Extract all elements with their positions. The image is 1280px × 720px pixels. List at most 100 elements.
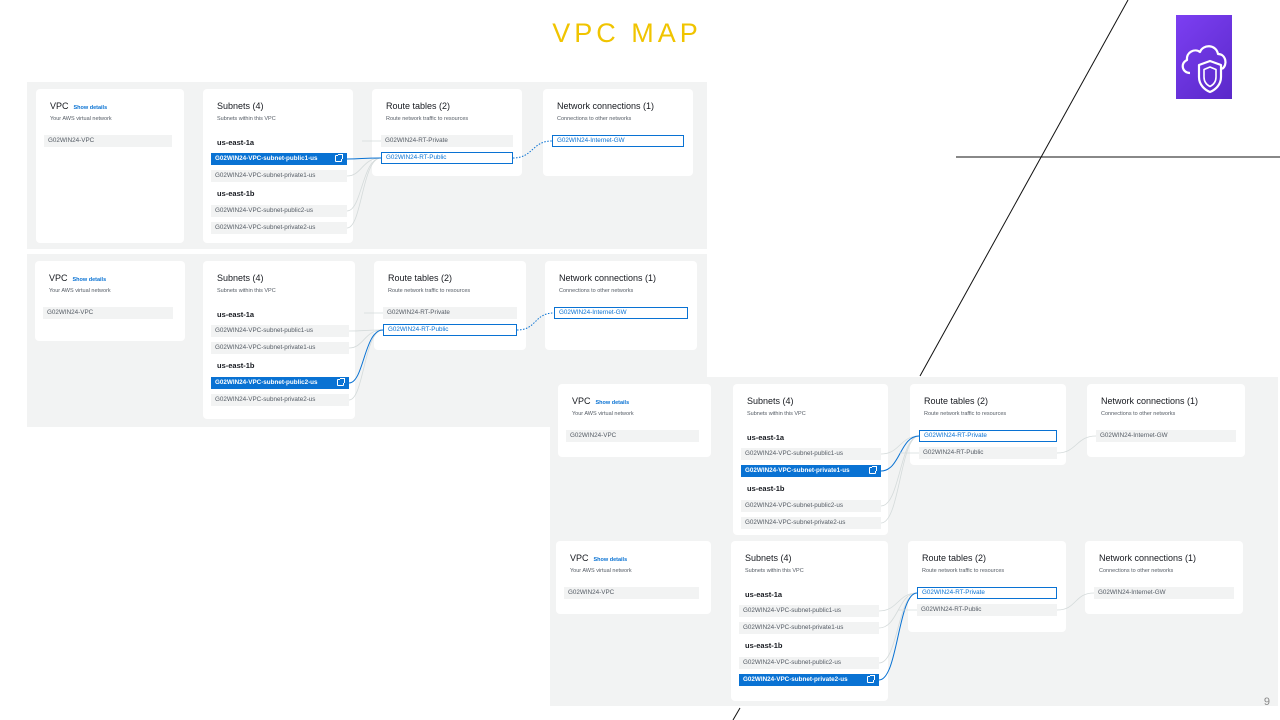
vpc-card-title: VPC Show details	[49, 273, 106, 283]
az-label-us-east-1a: us-east-1a	[745, 590, 783, 599]
route-table-chip-public[interactable]: G02WIN24-RT-Public	[917, 604, 1057, 616]
route-table-chip-public[interactable]: G02WIN24-RT-Public	[381, 152, 513, 164]
vpc-chip[interactable]: G02WIN24-VPC	[566, 430, 699, 442]
subnet-name: G02WIN24-VPC-subnet-public1-us	[215, 327, 313, 334]
network-connections-card-title: Network connections (1)	[557, 101, 655, 111]
route-table-chip-private[interactable]: G02WIN24-RT-Private	[381, 135, 513, 147]
subnet-chip-public2[interactable]: G02WIN24-VPC-subnet-public2-us	[211, 205, 347, 217]
subnet-chip-private1[interactable]: G02WIN24-VPC-subnet-private1-us	[211, 170, 347, 182]
vpc-card-title: VPC Show details	[570, 553, 627, 563]
network-connections-card-subtitle: Connections to other networks	[557, 116, 632, 122]
subnet-chip-public1[interactable]: G02WIN24-VPC-subnet-public1-us	[211, 153, 347, 165]
external-link-icon[interactable]	[869, 466, 877, 474]
subnets-card-subtitle: Subnets within this VPC	[217, 288, 276, 294]
subnet-chip-public2[interactable]: G02WIN24-VPC-subnet-public2-us	[739, 657, 879, 669]
route-table-chip-public[interactable]: G02WIN24-RT-Public	[919, 447, 1057, 459]
route-tables-card-title: Route tables (2)	[924, 396, 989, 406]
subnet-name: G02WIN24-VPC-subnet-public2-us	[745, 502, 843, 509]
subnets-card: Subnets (4) Subnets within this VPC us-eas…	[203, 261, 355, 419]
subnet-name: G02WIN24-VPC-subnet-public2-us	[215, 207, 313, 214]
subnet-chip-private2[interactable]: G02WIN24-VPC-subnet-private2-us	[211, 222, 347, 234]
route-tables-card: Route tables (2) Route network traffic to…	[374, 261, 526, 350]
subnet-chip-private1[interactable]: G02WIN24-VPC-subnet-private1-us	[739, 622, 879, 634]
route-table-chip-public[interactable]: G02WIN24-RT-Public	[383, 324, 517, 336]
subnets-card: Subnets (4) Subnets within this VPC us-eas…	[731, 541, 888, 701]
az-label-us-east-1a: us-east-1a	[747, 433, 785, 442]
route-tables-card-subtitle: Route network traffic to resources	[924, 411, 1007, 417]
network-connections-card-subtitle: Connections to other networks	[1101, 411, 1176, 417]
subnet-name: G02WIN24-VPC-subnet-private1-us	[743, 624, 844, 631]
external-link-icon[interactable]	[867, 675, 875, 683]
vpc-card-subtitle: Your AWS virtual network	[572, 411, 634, 417]
subnet-chip-public1[interactable]: G02WIN24-VPC-subnet-public1-us	[739, 605, 879, 617]
route-tables-card-subtitle: Route network traffic to resources	[386, 116, 469, 122]
az-label-us-east-1a: us-east-1a	[217, 310, 255, 319]
route-tables-card-subtitle: Route network traffic to resources	[388, 288, 471, 294]
vpc-card-title: VPC Show details	[572, 396, 629, 406]
subnet-chip-public1[interactable]: G02WIN24-VPC-subnet-public1-us	[741, 448, 881, 460]
vpc-card-subtitle: Your AWS virtual network	[50, 116, 112, 122]
show-details-link[interactable]: Show details	[593, 557, 628, 563]
network-connections-card-title: Network connections (1)	[559, 273, 657, 283]
subnets-card-title: Subnets (4)	[747, 396, 794, 406]
cloud-shield-icon	[1181, 45, 1227, 94]
subnet-chip-public2[interactable]: G02WIN24-VPC-subnet-public2-us	[211, 377, 349, 389]
subnets-card-title: Subnets (4)	[217, 273, 264, 283]
subnets-card: Subnets (4) Subnets within this VPC us-eas…	[733, 384, 888, 535]
subnet-chip-private1[interactable]: G02WIN24-VPC-subnet-private1-us	[741, 465, 881, 477]
subnet-chip-private2[interactable]: G02WIN24-VPC-subnet-private2-us	[211, 394, 349, 406]
network-connections-card: Network connections (1)Connections to ot…	[1085, 541, 1243, 614]
internet-gateway-chip[interactable]: G02WIN24-Internet-GW	[552, 135, 684, 147]
subnet-name: G02WIN24-VPC-subnet-private2-us	[743, 676, 848, 683]
subnet-chip-public1[interactable]: G02WIN24-VPC-subnet-public1-us	[211, 325, 349, 337]
az-label-us-east-1b: us-east-1b	[217, 189, 255, 198]
vpc-chip[interactable]: G02WIN24-VPC	[43, 307, 173, 319]
subnet-name: G02WIN24-VPC-subnet-private2-us	[215, 396, 316, 403]
route-tables-card: Route tables (2) Route network traffic to…	[372, 89, 522, 176]
network-connections-card-subtitle: Connections to other networks	[1099, 568, 1174, 574]
route-tables-card-title: Route tables (2)	[388, 273, 453, 283]
subnet-name: G02WIN24-VPC-subnet-private1-us	[215, 172, 316, 179]
subnet-chip-public2[interactable]: G02WIN24-VPC-subnet-public2-us	[741, 500, 881, 512]
internet-gateway-chip[interactable]: G02WIN24-Internet-GW	[554, 307, 688, 319]
subnets-card-title: Subnets (4)	[745, 553, 792, 563]
vpc-title-text: VPC	[49, 273, 68, 283]
external-link-icon[interactable]	[337, 378, 345, 386]
route-table-chip-private[interactable]: G02WIN24-RT-Private	[917, 587, 1057, 599]
subnet-name: G02WIN24-VPC-subnet-public1-us	[745, 450, 843, 457]
show-details-link[interactable]: Show details	[595, 400, 630, 406]
az-label-us-east-1b: us-east-1b	[217, 361, 255, 370]
internet-gateway-chip[interactable]: G02WIN24-Internet-GW	[1096, 430, 1236, 442]
show-details-link[interactable]: Show details	[73, 105, 108, 111]
subnets-card-title: Subnets (4)	[217, 101, 264, 111]
vpc-title-text: VPC	[572, 396, 591, 406]
subnet-name: G02WIN24-VPC-subnet-public2-us	[215, 379, 318, 386]
subnets-card-subtitle: Subnets within this VPC	[745, 568, 804, 574]
network-connections-card-title: Network connections (1)	[1101, 396, 1199, 406]
route-table-chip-private[interactable]: G02WIN24-RT-Private	[383, 307, 517, 319]
vpc-chip[interactable]: G02WIN24-VPC	[564, 587, 699, 599]
route-table-chip-private[interactable]: G02WIN24-RT-Private	[919, 430, 1057, 442]
route-tables-card-title: Route tables (2)	[386, 101, 451, 111]
internet-gateway-chip[interactable]: G02WIN24-Internet-GW	[1094, 587, 1234, 599]
vpc-card-subtitle: Your AWS virtual network	[570, 568, 632, 574]
subnet-chip-private1[interactable]: G02WIN24-VPC-subnet-private1-us	[211, 342, 349, 354]
show-details-link[interactable]: Show details	[72, 277, 107, 283]
network-connections-card-subtitle: Connections to other networks	[559, 288, 634, 294]
vpc-title-text: VPC	[570, 553, 589, 563]
route-tables-card-subtitle: Route network traffic to resources	[922, 568, 1005, 574]
subnet-chip-private2[interactable]: G02WIN24-VPC-subnet-private2-us	[739, 674, 879, 686]
external-link-icon[interactable]	[335, 154, 343, 162]
subnets-card-subtitle: Subnets within this VPC	[747, 411, 806, 417]
vpc-chip[interactable]: G02WIN24-VPC	[44, 135, 172, 147]
az-label-us-east-1a: us-east-1a	[217, 138, 255, 147]
vpc-title-text: VPC	[50, 101, 69, 111]
subnet-chip-private2[interactable]: G02WIN24-VPC-subnet-private2-us	[741, 517, 881, 529]
az-label-us-east-1b: us-east-1b	[745, 641, 783, 650]
subnet-name: G02WIN24-VPC-subnet-public1-us	[215, 155, 318, 162]
